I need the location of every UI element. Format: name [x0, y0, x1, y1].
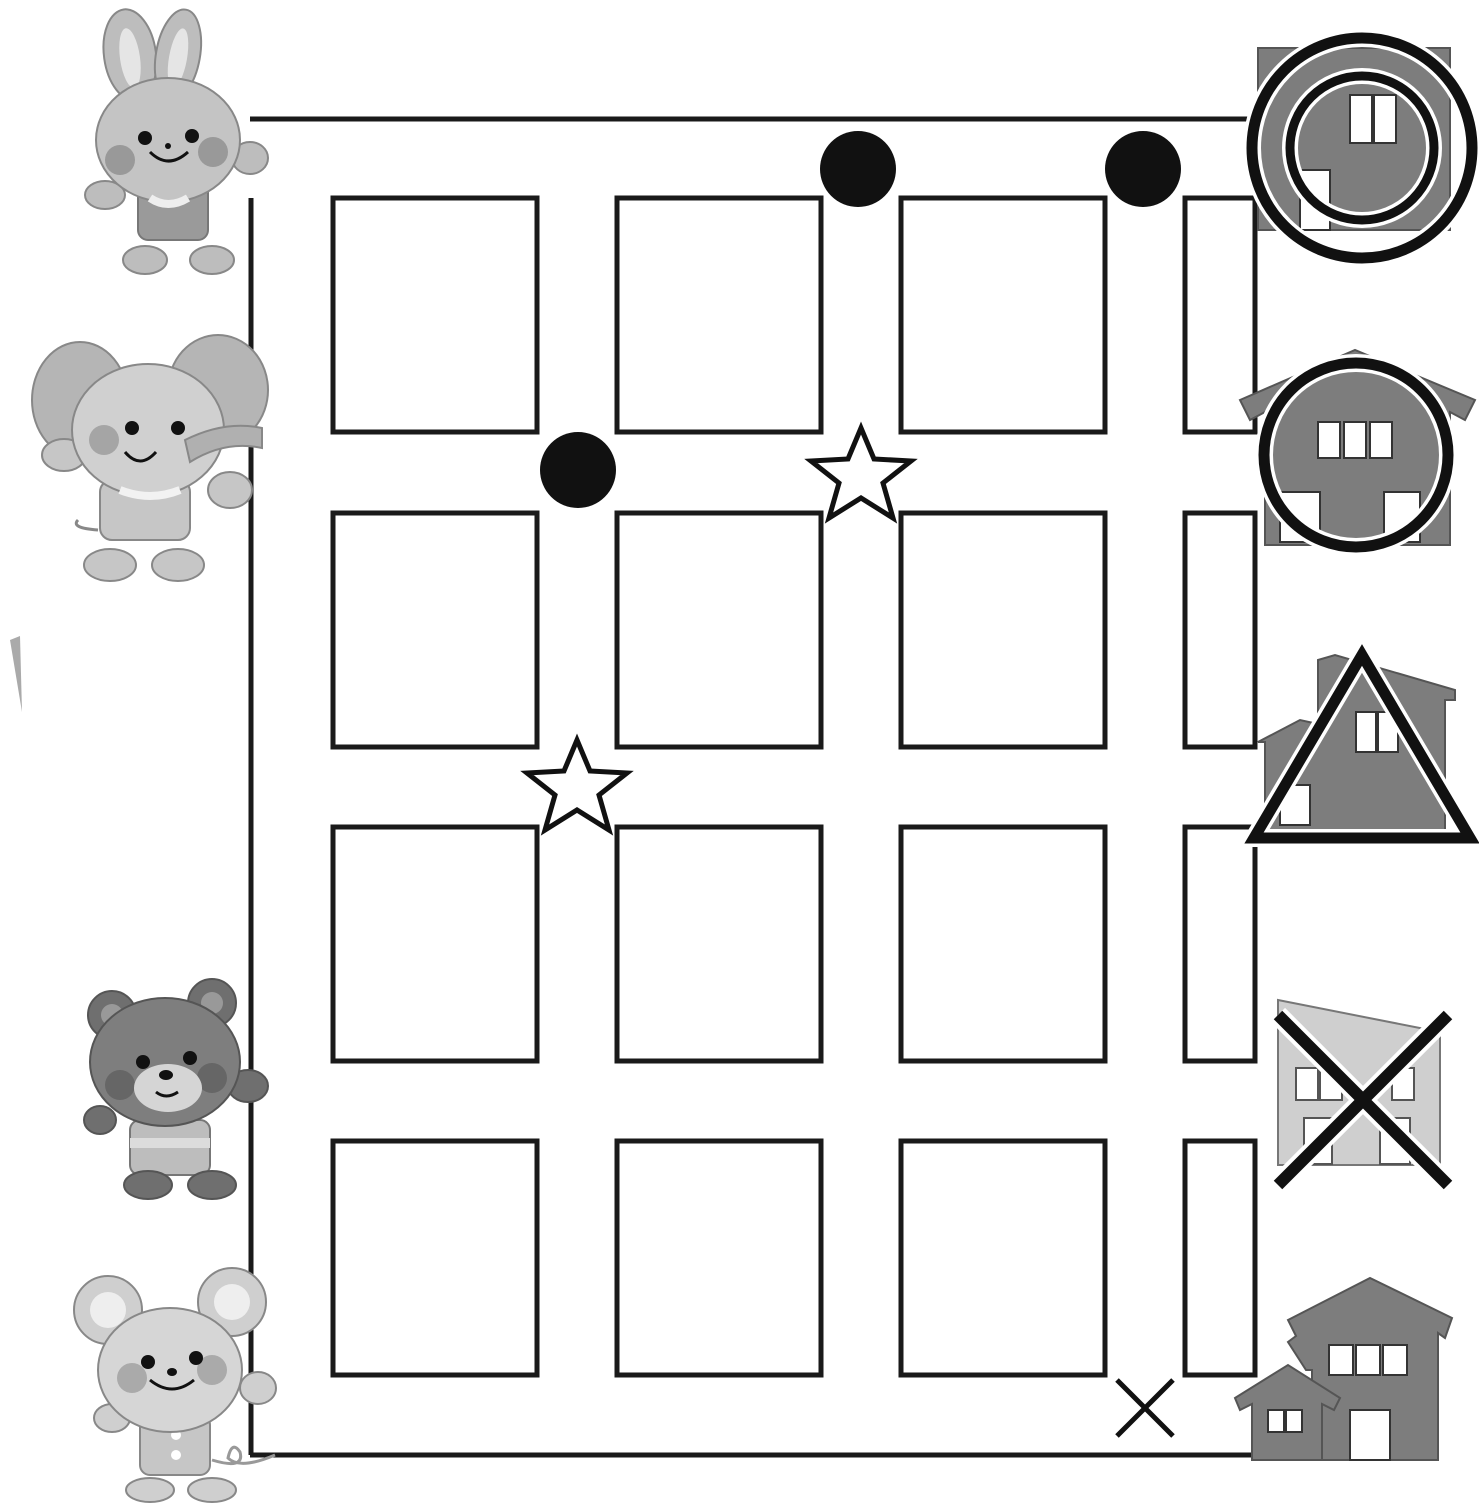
mouse-icon[interactable] [74, 1268, 276, 1502]
maze-block [617, 1141, 821, 1375]
maze-blocks [333, 198, 1255, 1375]
cross-path-mark[interactable] [1117, 1380, 1173, 1436]
maze-block [617, 827, 821, 1061]
maze-block [1185, 1141, 1255, 1375]
maze-block [333, 198, 537, 432]
maze-block [901, 198, 1105, 432]
star-mark[interactable] [527, 740, 627, 830]
maze-block [617, 198, 821, 432]
maze-block [1185, 198, 1255, 432]
rabbit-icon[interactable] [85, 6, 268, 274]
maze-block [1185, 827, 1255, 1061]
maze-block [333, 1141, 537, 1375]
maze-block [901, 827, 1105, 1061]
stray-mark [10, 636, 22, 712]
elephant-icon[interactable] [32, 335, 268, 581]
filled-circle-mark[interactable] [1105, 131, 1181, 207]
maze-block [333, 827, 537, 1061]
filled-circle-mark[interactable] [540, 432, 616, 508]
filled-circle-mark[interactable] [820, 131, 896, 207]
maze-block [1185, 513, 1255, 747]
star-mark[interactable] [811, 428, 911, 518]
house-icon[interactable] [1235, 1278, 1452, 1460]
bear-icon[interactable] [84, 979, 268, 1199]
maze-block [901, 1141, 1105, 1375]
maze-block [901, 513, 1105, 747]
maze-block [333, 513, 537, 747]
maze-block [617, 513, 821, 747]
